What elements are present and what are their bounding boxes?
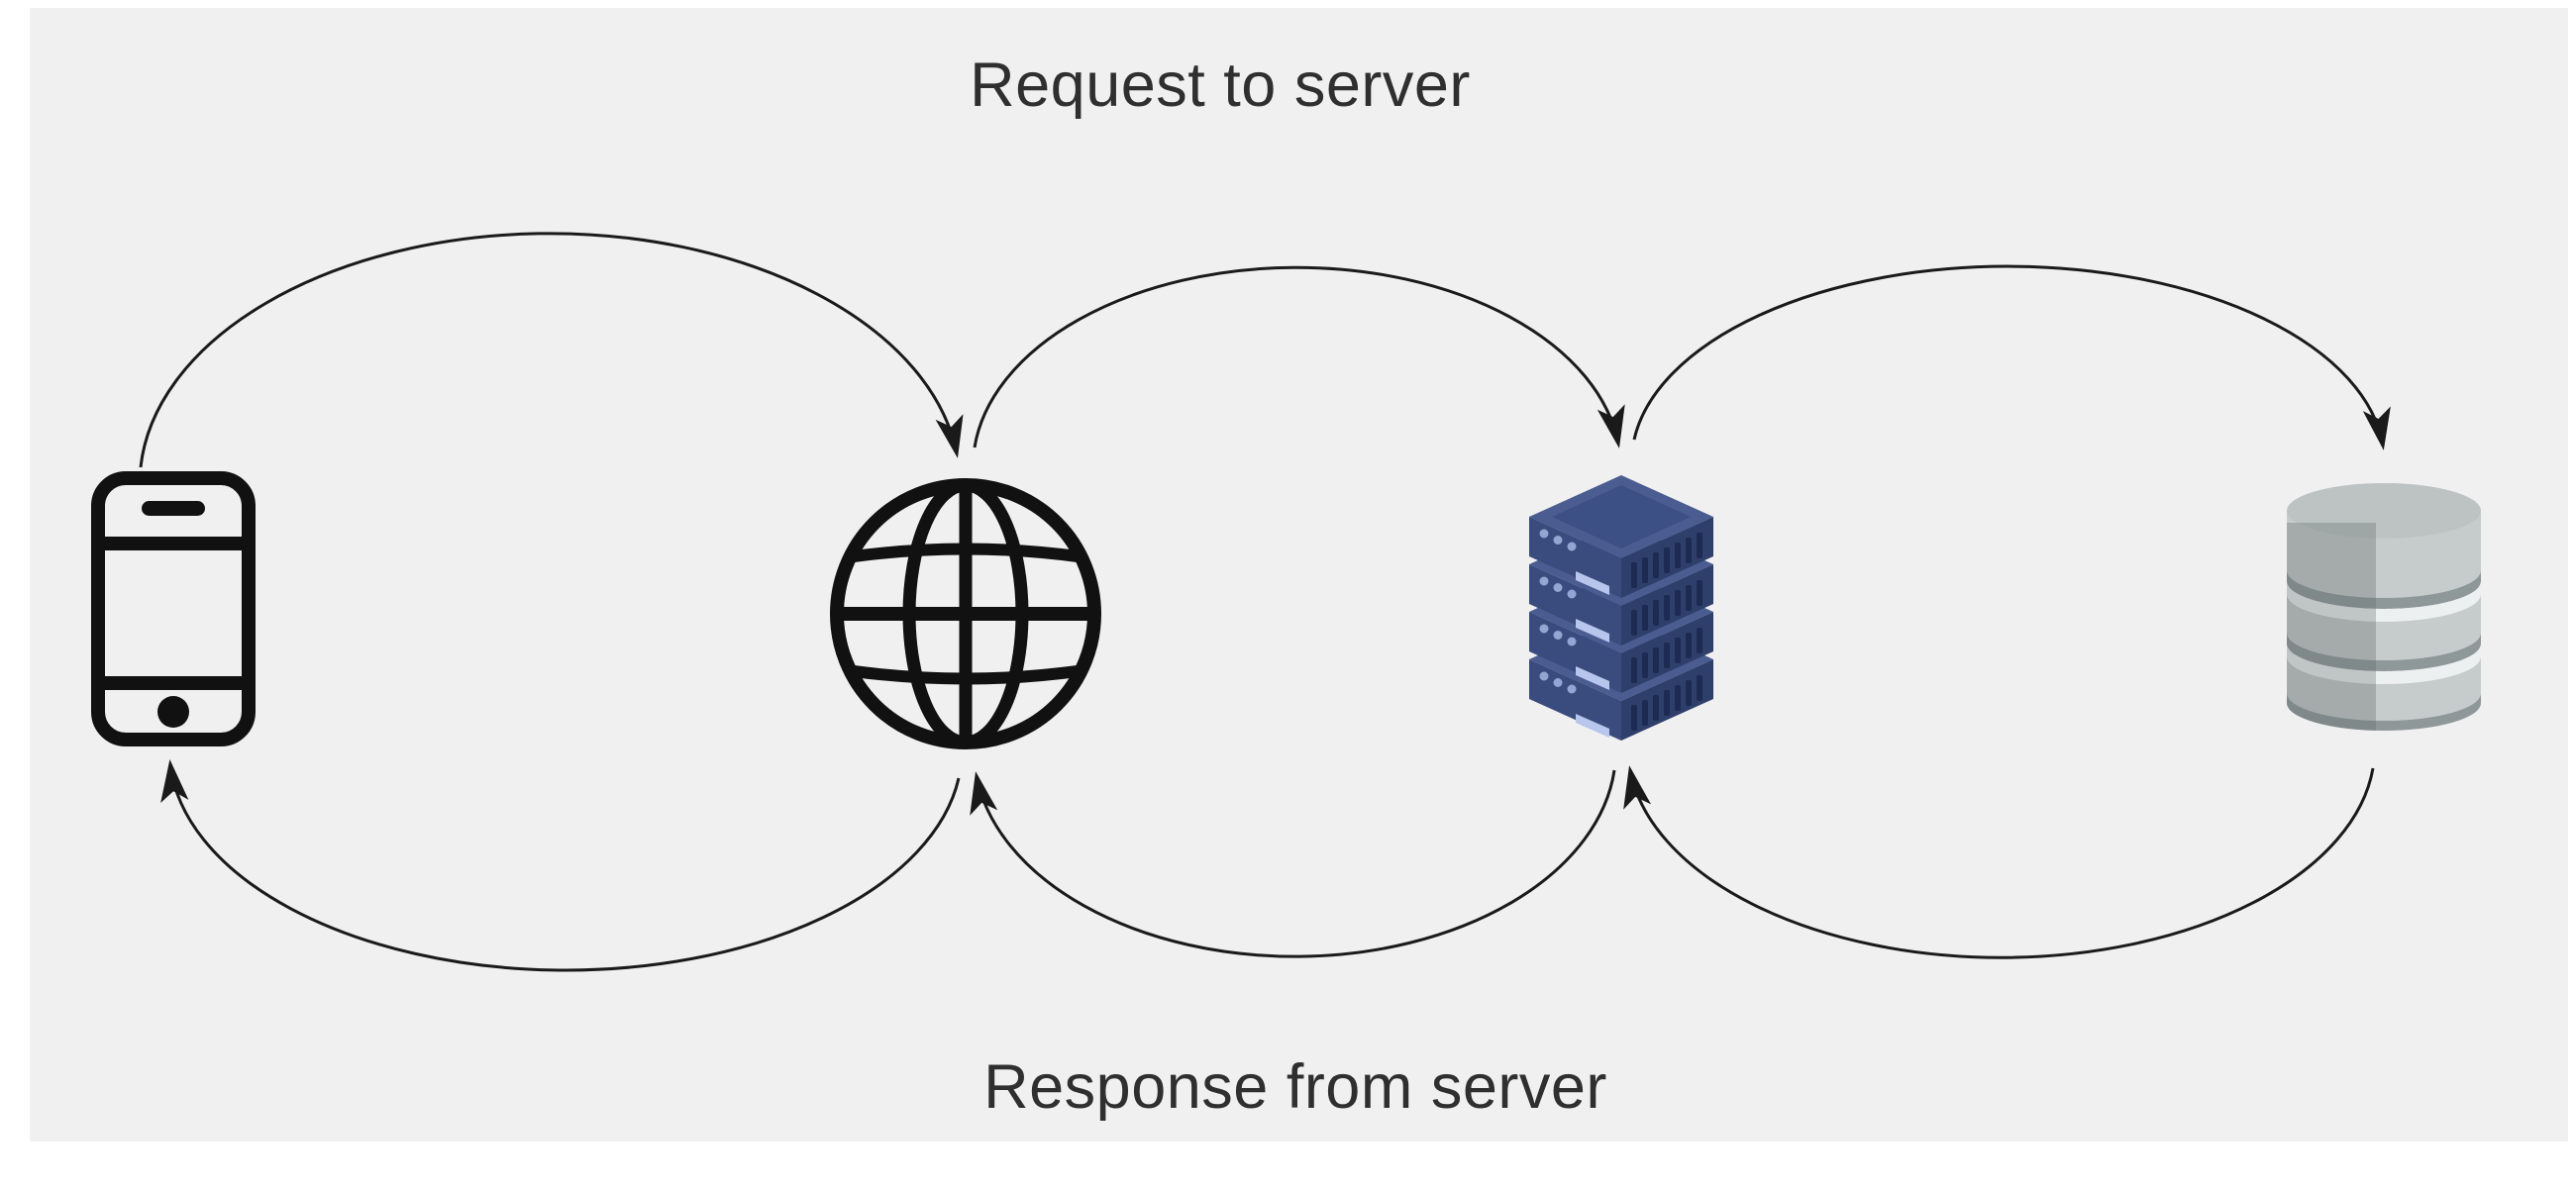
diagram-background xyxy=(30,8,2568,1141)
request-arcs xyxy=(139,232,2391,468)
response-arc-database-to-server xyxy=(1623,765,2375,959)
globe-icon xyxy=(830,478,1101,749)
request-arc-server-to-database xyxy=(1632,264,2391,450)
database-icon xyxy=(2287,483,2481,731)
request-arc-client-to-internet xyxy=(139,232,964,468)
request-flow-label: Request to server xyxy=(970,50,1471,120)
request-arc-internet-to-server xyxy=(973,265,1625,448)
response-arcs xyxy=(160,759,2375,972)
response-arc-server-to-internet xyxy=(970,769,1616,958)
smartphone-icon xyxy=(91,471,256,746)
response-arc-internet-to-client xyxy=(160,759,961,972)
server-stack-icon xyxy=(1529,475,1713,741)
response-flow-label: Response from server xyxy=(983,1052,1607,1122)
